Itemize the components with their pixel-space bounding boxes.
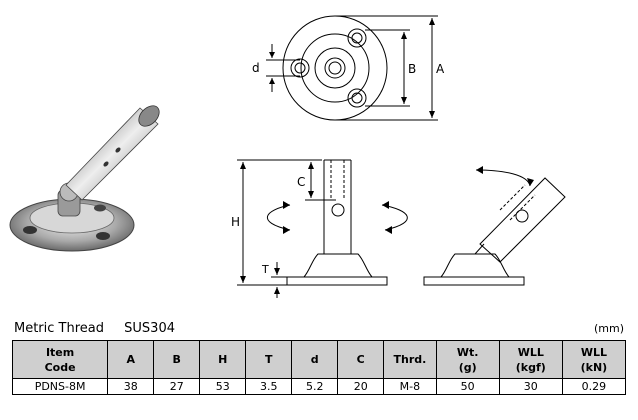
material-label: SUS304 (124, 321, 175, 336)
dim-label-T: T (261, 263, 269, 276)
column-header: Thrd. (383, 340, 437, 379)
table-cell: 3.5 (245, 378, 293, 395)
table-cell: PDNS-8M (11, 378, 109, 395)
table-cell: 50 (435, 378, 500, 395)
table-cell: 30 (498, 378, 563, 395)
table-cell: 38 (107, 378, 155, 395)
technical-drawing: d B A H C T (231, 15, 566, 298)
column-header: d (291, 340, 339, 379)
product-photo (9, 105, 160, 252)
column-header: H (199, 340, 247, 379)
unit-label: (mm) (593, 322, 624, 335)
side-view (237, 159, 408, 298)
angled-view (423, 169, 566, 286)
column-header: T (245, 340, 293, 379)
table-cell: 0.29 (561, 378, 627, 395)
dim-label-B: B (408, 62, 416, 76)
dim-label-A: A (436, 62, 445, 76)
table-cell: 27 (153, 378, 201, 395)
table-cell: 20 (337, 378, 385, 395)
dim-label-d-top: d (252, 61, 260, 75)
column-header: WLL(kN) (561, 340, 627, 379)
column-header: A (107, 340, 155, 379)
dim-label-H: H (231, 215, 240, 229)
thread-label: Metric Thread (14, 321, 105, 336)
top-view (266, 15, 438, 121)
table-cell: 53 (199, 378, 247, 395)
column-header: B (153, 340, 201, 379)
spec-heading: Metric Thread SUS304 (14, 321, 181, 336)
column-header: C (337, 340, 385, 379)
table-cell: 5.2 (291, 378, 339, 395)
column-header: Wt.(g) (435, 340, 500, 379)
column-header: WLL(kgf) (498, 340, 563, 379)
dim-label-C: C (297, 175, 305, 189)
table-cell: M-8 (383, 378, 437, 395)
